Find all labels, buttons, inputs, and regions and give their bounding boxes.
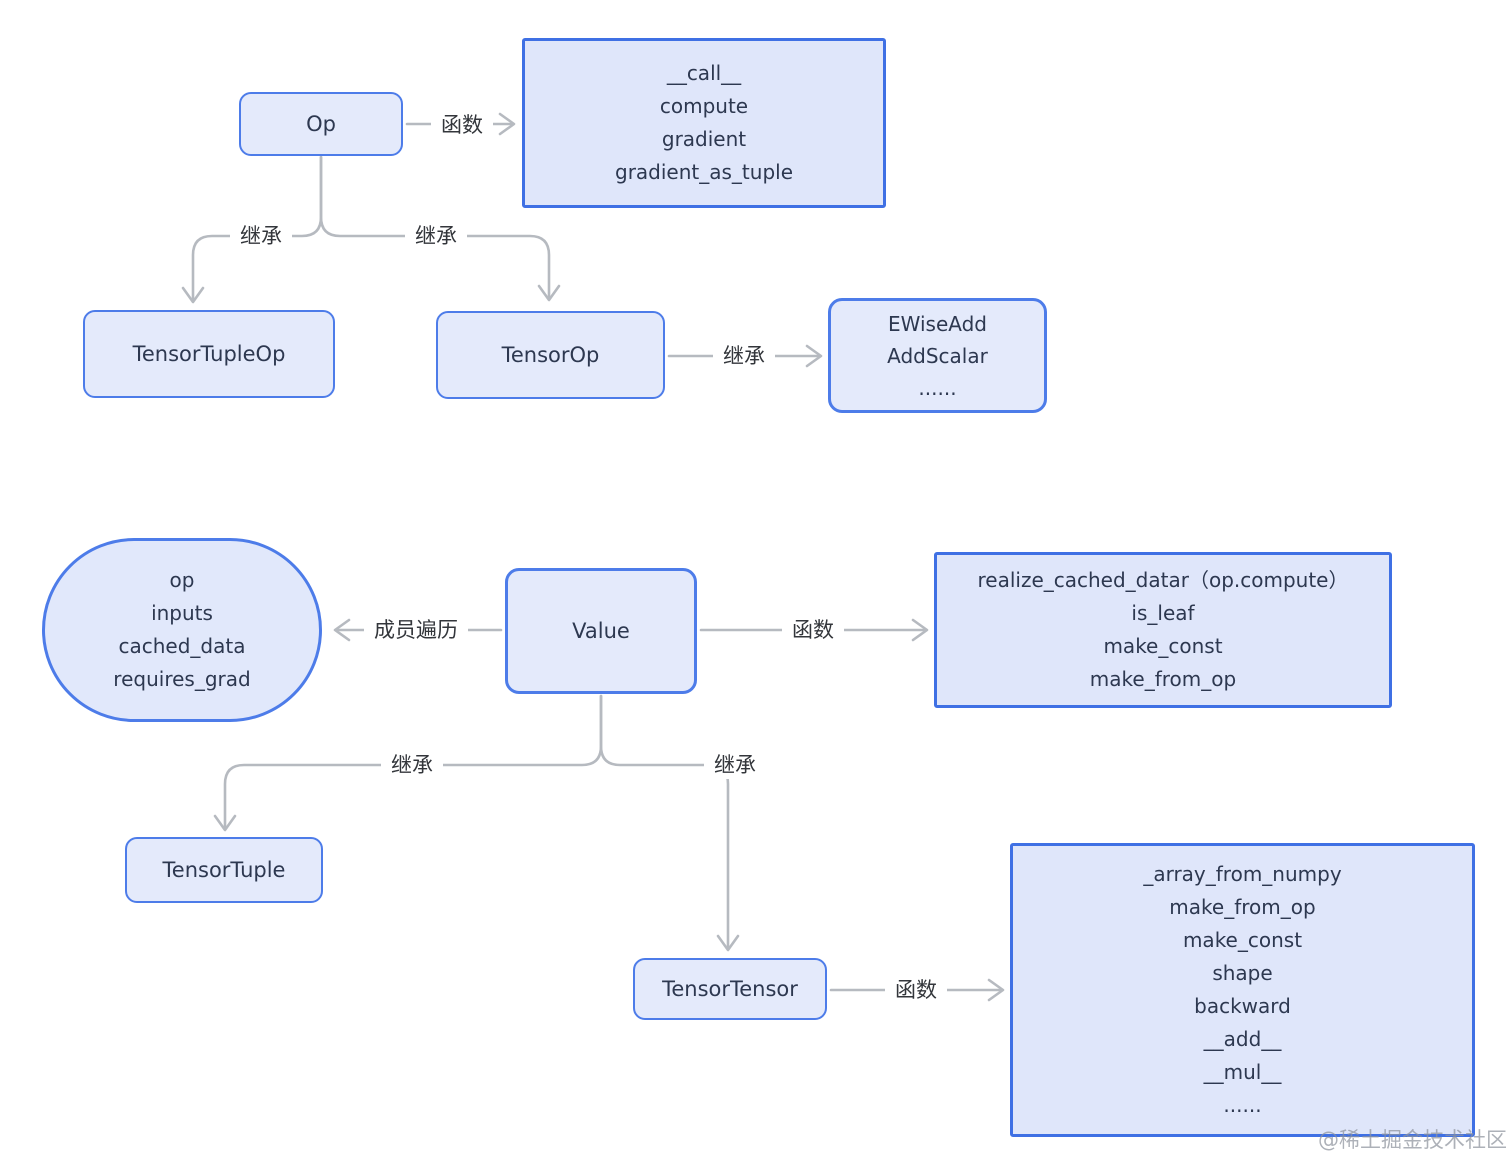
method-line: gradient xyxy=(661,127,747,151)
node-op-label: Op xyxy=(306,112,336,136)
method-line: make_from_op xyxy=(1089,667,1237,691)
edge-label-inherit-tensortensor: 继承 xyxy=(704,751,766,779)
method-line: shape xyxy=(1212,961,1273,985)
edge-label-inherit-tensorop: 继承 xyxy=(405,222,467,250)
node-tensor-op-label: TensorOp xyxy=(501,343,600,367)
edge-label-inherit-tensortuple: 继承 xyxy=(381,751,443,779)
node-tensor-methods: _array_from_numpy make_from_op make_cons… xyxy=(1010,843,1475,1137)
subclass-line: EWiseAdd xyxy=(888,311,987,336)
member-line: cached_data xyxy=(118,634,246,658)
node-tensor-op: TensorOp xyxy=(436,311,665,399)
method-line: _array_from_numpy xyxy=(1143,862,1342,886)
method-line: ...... xyxy=(1223,1093,1262,1117)
edge-label-function-op: 函数 xyxy=(431,111,493,139)
method-line: __add__ xyxy=(1203,1027,1282,1051)
node-tensor-tuple-label: TensorTuple xyxy=(162,858,286,882)
member-line: op xyxy=(169,568,195,592)
member-line: inputs xyxy=(151,601,213,625)
node-value-members: op inputs cached_data requires_grad xyxy=(42,538,322,722)
edge-label-inherit-subclasses: 继承 xyxy=(713,342,775,370)
edge-label-function-value: 函数 xyxy=(782,616,844,644)
method-line: is_leaf xyxy=(1131,601,1195,625)
node-tensor-tensor: TensorTensor xyxy=(633,958,827,1020)
node-tensor-tensor-label: TensorTensor xyxy=(662,977,798,1001)
node-tensor-tuple-op: TensorTupleOp xyxy=(83,310,335,398)
node-value: Value xyxy=(505,568,697,694)
subclass-line: ...... xyxy=(918,375,957,400)
method-line: __mul__ xyxy=(1203,1060,1282,1084)
edge-label-inherit-tupleop: 继承 xyxy=(230,222,292,250)
node-tensor-tuple-op-label: TensorTupleOp xyxy=(132,342,286,366)
edge-value-to-tensortensor xyxy=(599,694,740,952)
edge-label-member-traverse: 成员遍历 xyxy=(364,616,468,644)
node-op-methods: __call__ compute gradient gradient_as_tu… xyxy=(522,38,886,208)
subclass-line: AddScalar xyxy=(887,343,988,368)
method-line: make_from_op xyxy=(1169,895,1316,919)
node-value-label: Value xyxy=(572,619,630,643)
node-op: Op xyxy=(239,92,403,156)
edge-label-function-tensor: 函数 xyxy=(885,976,947,1004)
method-line: __call__ xyxy=(666,61,742,85)
method-line: backward xyxy=(1194,994,1291,1018)
method-line: gradient_as_tuple xyxy=(615,160,793,184)
watermark-text: @稀土掘金技术社区 xyxy=(1318,1128,1507,1152)
node-op-subclasses: EWiseAdd AddScalar ...... xyxy=(828,298,1047,413)
method-line: make_const xyxy=(1182,928,1303,952)
method-line: compute xyxy=(659,94,749,118)
method-line: realize_cached_datar（op.compute） xyxy=(977,568,1349,592)
node-value-methods: realize_cached_datar（op.compute） is_leaf… xyxy=(934,552,1392,708)
method-line: make_const xyxy=(1103,634,1223,658)
member-line: requires_grad xyxy=(113,667,251,691)
node-tensor-tuple: TensorTuple xyxy=(125,837,323,903)
